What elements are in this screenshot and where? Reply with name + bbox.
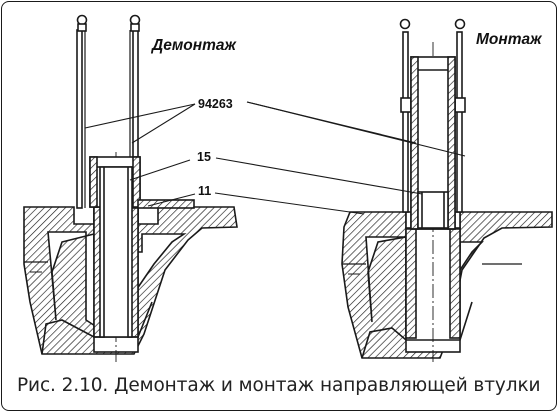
callout-bushing-number: 15 xyxy=(197,150,211,164)
removal-view xyxy=(23,14,238,362)
callout-tool-number: 94263 xyxy=(198,97,233,111)
installation-view xyxy=(341,18,553,362)
leader-lines xyxy=(84,101,466,215)
figure-caption: Рис. 2.10. Демонтаж и монтаж направляюще… xyxy=(17,375,541,396)
removal-title: Демонтаж xyxy=(150,37,238,54)
removal-puller-cup xyxy=(89,156,195,338)
installation-cylinder-head xyxy=(341,42,553,362)
callout-seal-number: 11 xyxy=(198,184,211,198)
removal-tool-rods xyxy=(76,14,141,209)
installation-title: Монтаж xyxy=(476,31,543,48)
